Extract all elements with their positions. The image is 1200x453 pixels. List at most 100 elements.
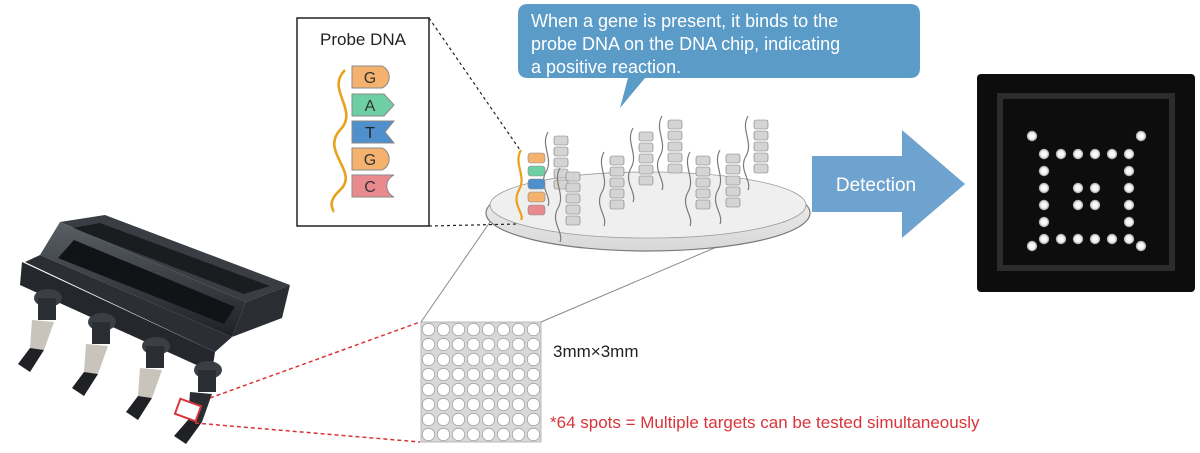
chip-spot: [496, 337, 511, 352]
chip-spot: [526, 322, 541, 337]
chip-spot: [436, 337, 451, 352]
chip-spot: [496, 397, 511, 412]
result-spot: [1055, 148, 1067, 160]
svg-text:G: G: [364, 70, 376, 87]
chip-spot: [526, 337, 541, 352]
result-spot: [1038, 233, 1050, 245]
chip-spot: [451, 397, 466, 412]
chip-spot: [436, 382, 451, 397]
chip-spot: [526, 352, 541, 367]
base-g-tag: G: [351, 65, 390, 89]
result-spot: [1038, 216, 1050, 228]
strand-base-tag: [638, 164, 654, 175]
chip-spot: [496, 427, 511, 442]
chip-spot: [526, 427, 541, 442]
strand-base-tag: [609, 155, 625, 166]
callout-bubble: When a gene is present, it binds to the …: [518, 4, 920, 108]
result-spot: [1089, 199, 1101, 211]
strand-base-tag: [695, 188, 711, 199]
result-spot: [1106, 148, 1118, 160]
chip-spot: [511, 367, 526, 382]
strand-base-tag: [753, 141, 769, 152]
zoom-line-black: [428, 223, 519, 227]
cartridge-device-illustration: [18, 215, 290, 444]
result-corner-spot: [1135, 130, 1147, 142]
chip-spot: [496, 382, 511, 397]
chip-spot: [496, 412, 511, 427]
chip-spot: [526, 397, 541, 412]
chip-spot: [466, 337, 481, 352]
chip-spot: [436, 367, 451, 382]
chip-spot: [451, 352, 466, 367]
chip-spot: [481, 397, 496, 412]
strand-backbone: [598, 151, 606, 227]
chip-spot: [511, 412, 526, 427]
strand-base-tag: [725, 197, 741, 208]
strand-base-tag: [565, 182, 581, 193]
strand-base-tag: [667, 152, 683, 163]
strand-base-tag: [667, 130, 683, 141]
chip-spot: [511, 352, 526, 367]
strand-base-tag: [553, 135, 569, 146]
detection-arrow: Detection: [812, 130, 965, 238]
svg-text:C: C: [364, 179, 376, 196]
chip-spot: [481, 427, 496, 442]
strand-base-tag: [667, 141, 683, 152]
base-a-tag: A: [351, 93, 395, 117]
strand-base-tag: [638, 153, 654, 164]
chip-spot-grid: [420, 321, 542, 443]
strand-base-tag: [565, 215, 581, 226]
chip-spot: [466, 412, 481, 427]
strand-base-tag: [725, 164, 741, 175]
result-spot: [1038, 182, 1050, 194]
probe-strand-backbone: [330, 69, 348, 213]
chip-spot: [481, 322, 496, 337]
chip-spots: [421, 322, 541, 442]
chip-spot: [466, 322, 481, 337]
strand-base-tag: [725, 175, 741, 186]
strand-base-tag: [565, 193, 581, 204]
chip-spot: [481, 337, 496, 352]
result-spot: [1055, 233, 1067, 245]
result-spot: [1123, 148, 1135, 160]
result-spot: [1123, 233, 1135, 245]
chip-spot: [421, 367, 436, 382]
chip-spot: [451, 322, 466, 337]
strand-base-tag: [667, 163, 683, 174]
chip-spot: [436, 322, 451, 337]
spots-note: *64 spots = Multiple targets can be test…: [550, 413, 980, 432]
chip-spot: [421, 337, 436, 352]
result-spot: [1089, 148, 1101, 160]
strand-backbone: [627, 127, 635, 203]
arrow-shape: [812, 130, 965, 238]
chip-spot: [481, 412, 496, 427]
chip-spot: [451, 427, 466, 442]
result-spot: [1038, 148, 1050, 160]
result-spot: [1072, 148, 1084, 160]
svg-text:A: A: [365, 98, 376, 115]
result-spot: [1072, 182, 1084, 194]
zoom-line-black: [428, 17, 521, 151]
chip-spot: [511, 427, 526, 442]
strand-base-tag: [638, 131, 654, 142]
chip-spot: [436, 427, 451, 442]
chip-spot: [451, 382, 466, 397]
svg-text:G: G: [364, 152, 376, 169]
chip-spot: [511, 397, 526, 412]
callout-text-line: probe DNA on the DNA chip, indicating: [531, 34, 840, 54]
chip-spot: [451, 367, 466, 382]
chip-spot: [481, 367, 496, 382]
chip-location-marker: [173, 397, 203, 423]
result-spot: [1089, 233, 1101, 245]
chip-spot: [421, 322, 436, 337]
result-well-edge: [997, 93, 1175, 271]
chip-spot: [466, 367, 481, 382]
chip-spot: [436, 397, 451, 412]
strand-base-tag: [753, 152, 769, 163]
result-spot: [1072, 233, 1084, 245]
probe-dna-panel: Probe DNA G A T G C: [296, 17, 430, 227]
chip-spot: [451, 337, 466, 352]
result-corner-spot: [1026, 130, 1038, 142]
strand-base-tag: [609, 166, 625, 177]
